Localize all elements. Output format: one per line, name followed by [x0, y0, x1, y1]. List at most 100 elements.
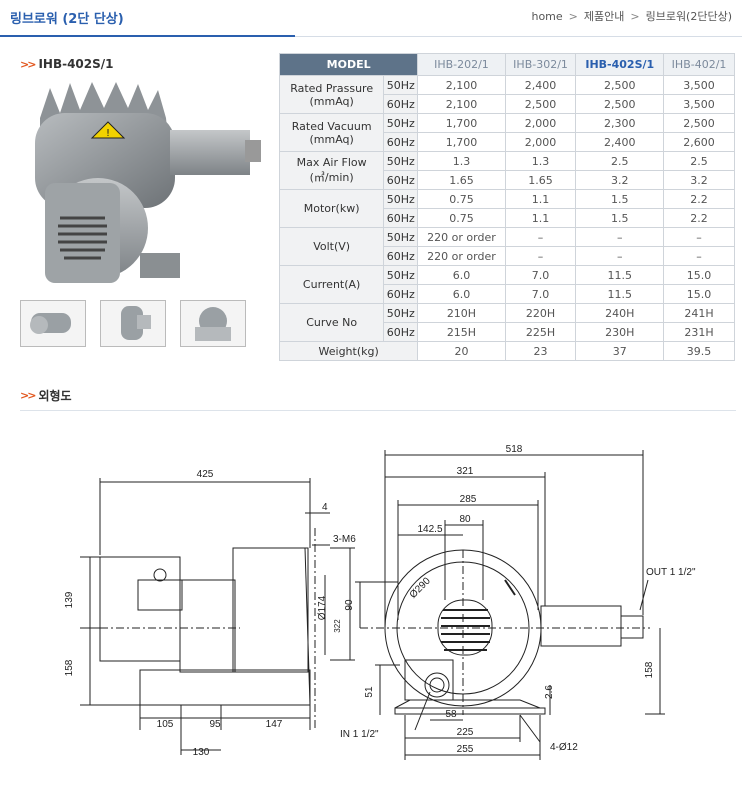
- outline-heading-text: 외형도: [38, 389, 72, 403]
- thumbnail-strip: [20, 300, 246, 347]
- value-cell: 2,500: [663, 113, 735, 133]
- col-header-model-1: IHB-202/1: [417, 53, 506, 76]
- col-header-model-3: IHB-402S/1: [575, 53, 665, 76]
- frequency-cell: 60Hz: [383, 246, 419, 266]
- row-label-line: (㎥/min): [309, 171, 354, 184]
- value-cell: 0.75: [417, 208, 506, 228]
- value-cell: 39.5: [663, 341, 735, 361]
- value-cell: 1.65: [417, 170, 506, 190]
- value-cell: 1.65: [504, 170, 577, 190]
- value-cell: 11.5: [575, 265, 665, 285]
- dim-holes: 4-Ø12: [550, 742, 578, 753]
- thumbnail-3[interactable]: [180, 300, 246, 347]
- value-cell: 215H: [417, 322, 506, 342]
- row-label-line: Curve No: [306, 316, 358, 329]
- dim-diameter: Ø290: [408, 575, 433, 600]
- label-inlet: IN 1 1/2": [340, 729, 379, 740]
- label-outlet: OUT 1 1/2": [646, 567, 696, 578]
- row-label-line: Rated Prassure: [290, 81, 374, 95]
- dim-225: 225: [457, 727, 474, 738]
- row-label: Rated Vacuum(mmAq): [278, 113, 385, 152]
- dim-upper-height: 139: [64, 591, 75, 608]
- frequency-cell: 60Hz: [383, 208, 419, 228]
- value-cell: 2,600: [663, 132, 735, 152]
- breadcrumb-products[interactable]: 제품안내: [583, 10, 625, 23]
- value-cell: –: [663, 227, 735, 247]
- value-cell: 220 or order: [417, 227, 506, 247]
- dim-51: 51: [364, 686, 375, 698]
- outline-heading: >> 외형도: [20, 387, 72, 404]
- value-cell: 2,500: [575, 94, 665, 114]
- value-cell: 2,300: [575, 113, 665, 133]
- value-cell: 2,000: [504, 113, 577, 133]
- title-accent-bar: [0, 35, 295, 37]
- value-cell: 2.5: [663, 151, 735, 171]
- dim-321: 321: [457, 466, 474, 477]
- value-cell: 220H: [504, 303, 577, 323]
- dim-flange-diameter: Ø174: [317, 595, 328, 620]
- model-heading-text: IHB-402S/1: [38, 57, 114, 71]
- dim-158-front: 158: [644, 661, 655, 678]
- dim-80: 80: [459, 514, 471, 525]
- dim-front-overall: 518: [506, 444, 523, 455]
- thumbnail-1[interactable]: [20, 300, 86, 347]
- value-cell: 2,400: [504, 75, 577, 95]
- value-cell: 2,500: [504, 94, 577, 114]
- row-label-line: Max Air Flow: [296, 156, 367, 169]
- value-cell: 1.1: [504, 208, 577, 228]
- value-cell: –: [575, 227, 665, 247]
- dim-overall-length: 425: [197, 469, 214, 480]
- frequency-cell: 50Hz: [383, 189, 419, 209]
- frequency-cell: 60Hz: [383, 94, 419, 114]
- row-label-line: (mmAq): [309, 132, 354, 146]
- dim-base-4: 130: [193, 747, 210, 758]
- value-cell: 23: [504, 341, 577, 361]
- breadcrumb-home[interactable]: home: [531, 9, 563, 23]
- row-label: Motor(kw): [278, 189, 385, 228]
- dim-255: 255: [457, 744, 474, 755]
- value-cell: 1,700: [417, 113, 506, 133]
- value-cell: 11.5: [575, 284, 665, 304]
- outline-drawing: 425 4 3-M6 139 158 Ø174 322 105 95 147 1…: [64, 444, 696, 760]
- value-cell: 2.2: [663, 208, 735, 228]
- frequency-cell: 60Hz: [383, 170, 419, 190]
- row-label-line: Motor(kw): [303, 202, 360, 215]
- value-cell: 225H: [504, 322, 577, 342]
- frequency-cell: 50Hz: [383, 303, 419, 323]
- row-label: Curve No: [278, 303, 385, 342]
- value-cell: 1.5: [575, 189, 665, 209]
- dim-bolt: 3-M6: [333, 534, 356, 545]
- breadcrumb-separator: >: [568, 9, 578, 23]
- value-cell: 240H: [575, 303, 665, 323]
- breadcrumb-current[interactable]: 링브로워(2단단상): [645, 10, 732, 23]
- value-cell: 0.75: [417, 189, 506, 209]
- frequency-cell: 50Hz: [383, 75, 419, 95]
- value-cell: 1,700: [417, 132, 506, 152]
- title-divider: [0, 36, 742, 37]
- dim-base-2: 95: [209, 719, 221, 730]
- value-cell: –: [504, 246, 577, 266]
- dim-lower-height: 158: [64, 659, 75, 676]
- value-cell: –: [575, 246, 665, 266]
- value-cell: 6.0: [417, 284, 506, 304]
- value-cell: 3,500: [663, 75, 735, 95]
- frequency-cell: 50Hz: [383, 151, 419, 171]
- outline-divider: [20, 410, 736, 411]
- value-cell: 230H: [575, 322, 665, 342]
- frequency-cell: 60Hz: [383, 322, 419, 342]
- value-cell: 3.2: [663, 170, 735, 190]
- weight-label: Weight(kg): [278, 341, 419, 361]
- thumbnail-2[interactable]: [100, 300, 166, 347]
- value-cell: 231H: [663, 322, 735, 342]
- model-heading: >> IHB-402S/1: [20, 57, 114, 71]
- value-cell: 2.5: [575, 151, 665, 171]
- value-cell: 241H: [663, 303, 735, 323]
- value-cell: 1.3: [417, 151, 506, 171]
